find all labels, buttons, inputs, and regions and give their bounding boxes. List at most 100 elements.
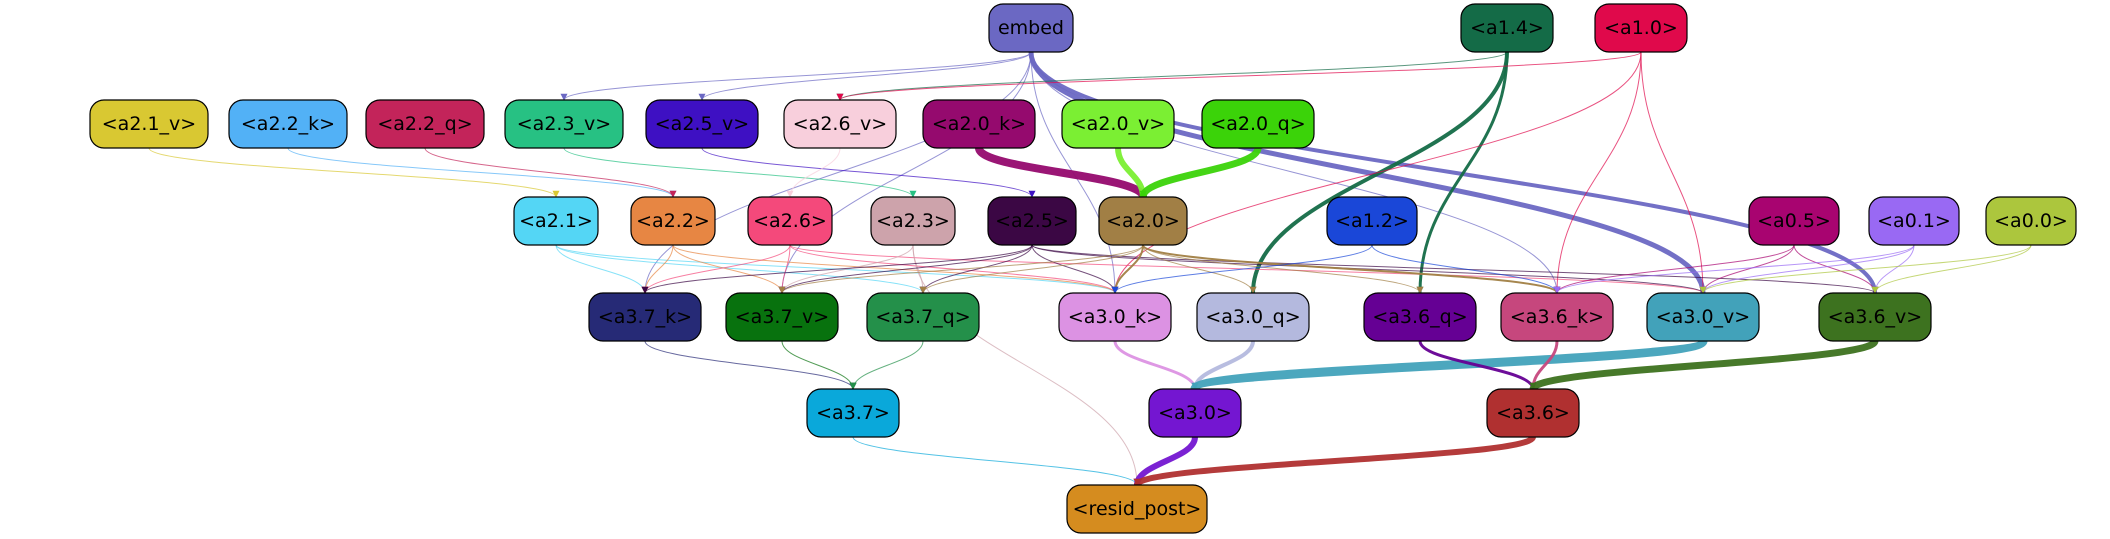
edge-a1_0-to-a3_6_k — [1553, 51, 1642, 294]
node-a2_6[interactable]: <a2.6> — [747, 196, 833, 246]
node-label-a2_1: <a2.1> — [519, 210, 593, 232]
node-a0_1[interactable]: <a0.1> — [1868, 196, 1960, 246]
node-a2_0_k[interactable]: <a2.0_k> — [922, 99, 1036, 149]
node-label-a3_7_k: <a3.7_k> — [598, 306, 692, 328]
node-box-a2_0_q — [1201, 99, 1315, 149]
node-label-a2_6_v: <a2.6_v> — [793, 113, 887, 135]
node-box-a2_0_v — [1061, 99, 1175, 149]
edge-a2_5_v-to-a2_5 — [701, 147, 1036, 198]
node-label-a1_0: <a1.0> — [1604, 17, 1678, 39]
node-a2_3[interactable]: <a2.3> — [870, 196, 956, 246]
edge-a1_0-to-a2_6_v — [836, 51, 1642, 101]
node-box-a1_0 — [1594, 3, 1688, 53]
node-a3_0_k[interactable]: <a3.0_k> — [1058, 292, 1172, 342]
edge-a0_5-to-a3_6_k — [1553, 244, 1795, 294]
node-a1_2[interactable]: <a1.2> — [1326, 196, 1418, 246]
node-label-a1_4: <a1.4> — [1470, 17, 1544, 39]
node-box-a3_6 — [1486, 388, 1580, 438]
edge-embed-to-a2_5_v — [698, 51, 1032, 101]
node-a2_2_q[interactable]: <a2.2_q> — [365, 99, 485, 149]
node-label-a2_2_k: <a2.2_k> — [241, 113, 335, 135]
node-a2_0[interactable]: <a2.0> — [1098, 196, 1188, 246]
edge-a1_0-to-a3_0_v — [1640, 51, 1707, 294]
node-box-a3_7_k — [588, 292, 702, 342]
edge-a2_1-to-a3_7_q — [555, 244, 927, 294]
node-a2_6_v[interactable]: <a2.6_v> — [783, 99, 897, 149]
node-embed[interactable]: embed — [988, 3, 1074, 53]
node-resid_post[interactable]: <resid_post> — [1066, 484, 1208, 534]
node-label-resid_post: <resid_post> — [1073, 498, 1202, 520]
edge-a2_0_q-to-a2_0 — [1139, 146, 1262, 199]
node-box-embed — [988, 3, 1074, 53]
edge-a3_6-to-resid_post — [1133, 434, 1536, 488]
node-box-a2_5 — [987, 196, 1077, 246]
node-a3_7_v[interactable]: <a3.7_v> — [725, 292, 839, 342]
node-a2_1_v[interactable]: <a2.1_v> — [89, 99, 209, 149]
node-a2_2_k[interactable]: <a2.2_k> — [228, 99, 348, 149]
node-a1_4[interactable]: <a1.4> — [1460, 3, 1554, 53]
node-a3_6_q[interactable]: <a3.6_q> — [1363, 292, 1477, 342]
node-a2_0_q[interactable]: <a2.0_q> — [1201, 99, 1315, 149]
edge-a2_0-to-a3_0_q — [1142, 244, 1257, 294]
edge-a2_6-to-a3_7_k — [641, 244, 791, 294]
edge-a2_6-to-a3_0_k — [789, 244, 1119, 294]
node-label-a0_1: <a0.1> — [1877, 210, 1951, 232]
node-a3_7_k[interactable]: <a3.7_k> — [588, 292, 702, 342]
node-box-a2_1 — [513, 196, 599, 246]
node-label-a3_7_v: <a3.7_v> — [735, 306, 829, 328]
node-a0_5[interactable]: <a0.5> — [1748, 196, 1840, 246]
edge-a3_6_q-to-a3_6 — [1418, 340, 1537, 390]
edge-layer — [148, 51, 2032, 488]
node-a2_5_v[interactable]: <a2.5_v> — [645, 99, 759, 149]
node-a2_3_v[interactable]: <a2.3_v> — [504, 99, 624, 149]
node-a3_0_q[interactable]: <a3.0_q> — [1196, 292, 1310, 342]
node-box-a2_3_v — [504, 99, 624, 149]
node-label-a2_3_v: <a2.3_v> — [517, 113, 611, 135]
edge-a0_0-to-a3_0_v — [1699, 244, 2032, 294]
node-a3_6_v[interactable]: <a3.6_v> — [1818, 292, 1932, 342]
edge-embed-to-a2_3_v — [560, 51, 1032, 101]
edge-a2_5-to-a3_0_k — [1031, 244, 1119, 294]
node-box-a2_6_v — [783, 99, 897, 149]
node-a2_0_v[interactable]: <a2.0_v> — [1061, 99, 1175, 149]
edge-a1_0-to-a3_0_k — [1111, 51, 1642, 294]
node-box-a2_2_k — [228, 99, 348, 149]
node-label-embed: embed — [998, 17, 1064, 39]
node-box-a3_0_q — [1196, 292, 1310, 342]
edge-a2_3_v-to-a2_3 — [563, 147, 917, 198]
edge-a2_6_v-to-a2_6 — [786, 147, 841, 198]
node-a3_6_k[interactable]: <a3.6_k> — [1500, 292, 1614, 342]
edge-a2_1_v-to-a2_1 — [148, 147, 560, 198]
node-label-a2_1_v: <a2.1_v> — [102, 113, 196, 135]
edge-a3_6_v-to-a3_6 — [1529, 337, 1879, 393]
edge-a2_5-to-a3_7_k — [641, 244, 1033, 294]
edge-embed-to-a3_6_v — [1029, 51, 1879, 294]
edge-a0_0-to-a3_6_v — [1871, 244, 2032, 294]
node-a2_2[interactable]: <a2.2> — [630, 196, 716, 246]
node-box-a3_7_q — [866, 292, 980, 342]
node-label-a2_0_v: <a2.0_v> — [1071, 113, 1165, 135]
node-label-a2_5_v: <a2.5_v> — [655, 113, 749, 135]
node-a2_1[interactable]: <a2.1> — [513, 196, 599, 246]
node-a3_7_q[interactable]: <a3.7_q> — [866, 292, 980, 342]
edge-a2_5-to-a3_0_v — [1031, 244, 1707, 294]
edge-a2_0-to-a3_7_q — [919, 244, 1144, 294]
node-box-a0_5 — [1748, 196, 1840, 246]
edge-a2_3-to-a3_7_v — [778, 244, 914, 294]
edge-a2_2_q-to-a2_2 — [424, 147, 677, 198]
edge-a2_5-to-a3_6_v — [1031, 244, 1879, 294]
edge-a2_3-to-a3_7_q — [912, 244, 927, 294]
node-a3_7[interactable]: <a3.7> — [806, 388, 900, 438]
node-box-a1_4 — [1460, 3, 1554, 53]
node-a1_0[interactable]: <a1.0> — [1594, 3, 1688, 53]
node-box-a2_3 — [870, 196, 956, 246]
node-a3_0_v[interactable]: <a3.0_v> — [1646, 292, 1760, 342]
node-label-a3_6: <a3.6> — [1496, 402, 1570, 424]
node-a2_5[interactable]: <a2.5> — [987, 196, 1077, 246]
edge-a3_7_v-to-a3_7 — [781, 340, 857, 390]
node-label-a3_0_q: <a3.0_q> — [1205, 306, 1300, 328]
node-a0_0[interactable]: <a0.0> — [1985, 196, 2077, 246]
node-a3_0[interactable]: <a3.0> — [1148, 388, 1242, 438]
node-a3_6[interactable]: <a3.6> — [1486, 388, 1580, 438]
